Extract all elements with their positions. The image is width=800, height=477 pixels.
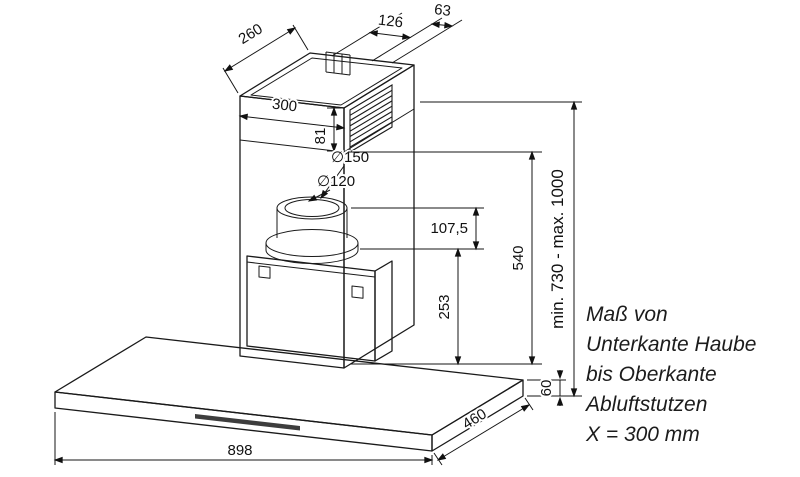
blower-box-front (246, 255, 376, 362)
dim-body-width-898: 898 (53, 412, 434, 465)
dim-body-height-60: 60 (527, 370, 566, 406)
chimney-right-face (343, 64, 415, 369)
dim-260-label: 260 (236, 20, 266, 48)
dim-126-label: 126 (377, 12, 404, 32)
dim-81-label: 81 (312, 128, 329, 145)
hood-body (54, 336, 524, 452)
dim-120-label: ∅120 (317, 173, 355, 190)
chimney-cover (239, 52, 415, 369)
dim-63-label: 63 (433, 1, 452, 20)
dim-range-label: min. 730 - max. 1000 (548, 169, 567, 329)
dim-box-height-253: 253 (350, 247, 542, 366)
exhaust-spigot (325, 51, 351, 76)
dim-300-label: 300 (271, 96, 298, 116)
dim-chimney-width-300: 300 (238, 94, 346, 131)
hood-top-face (54, 336, 524, 436)
blower-box (246, 255, 393, 362)
blower-box-right (374, 260, 393, 362)
duct-outer-rim (276, 196, 348, 220)
dim-duct-offset-126: 126 63 (331, 0, 463, 64)
fixing-detail-left (258, 265, 271, 279)
grille-slats (349, 89, 393, 148)
dim-spigot-height-107: 107,5 (351, 206, 484, 251)
duct-inner-rim (284, 199, 340, 217)
hood-right-face (431, 379, 524, 452)
dim-body-depth-460: 460 (433, 397, 534, 466)
dim-60-label: 60 (538, 380, 555, 397)
note-line-1: Maß von (586, 303, 668, 326)
dim-107-label: 107,5 (430, 220, 468, 237)
note-line-3: bis Oberkante (586, 363, 717, 386)
dim-253-label: 253 (436, 294, 453, 319)
dimensions: 260 126 63 300 81 ∅150 ∅120 (53, 0, 582, 466)
dim-duct-diameters: ∅150 ∅120 (307, 147, 371, 202)
note-line-4: Abluftstutzen (586, 393, 708, 416)
dim-460-label: 460 (460, 405, 490, 433)
fixing-detail-right (351, 285, 364, 299)
note-line-2: Unterkante Haube (586, 333, 757, 356)
telescopic-joint-line (239, 108, 415, 153)
dim-lower-section-540: 540 (348, 150, 542, 366)
dim-upper-section-81: 81 (310, 106, 341, 153)
chimney-top-face (239, 52, 415, 109)
blower-box-top-seam (246, 261, 376, 278)
dim-height-range: min. 730 - max. 1000 (420, 100, 582, 398)
grille-border (349, 84, 393, 153)
dim-898-label: 898 (227, 442, 252, 459)
vent-grille (349, 84, 393, 153)
annotation-note: Maß von Unterkante Haube bis Oberkante A… (586, 300, 796, 450)
dim-top-depth-260: 260 (222, 18, 309, 94)
duct-pipe-sides (276, 208, 348, 238)
note-line-5: X = 300 mm (586, 423, 700, 446)
handle-bar (195, 414, 300, 431)
dim-540-label: 540 (510, 245, 527, 270)
